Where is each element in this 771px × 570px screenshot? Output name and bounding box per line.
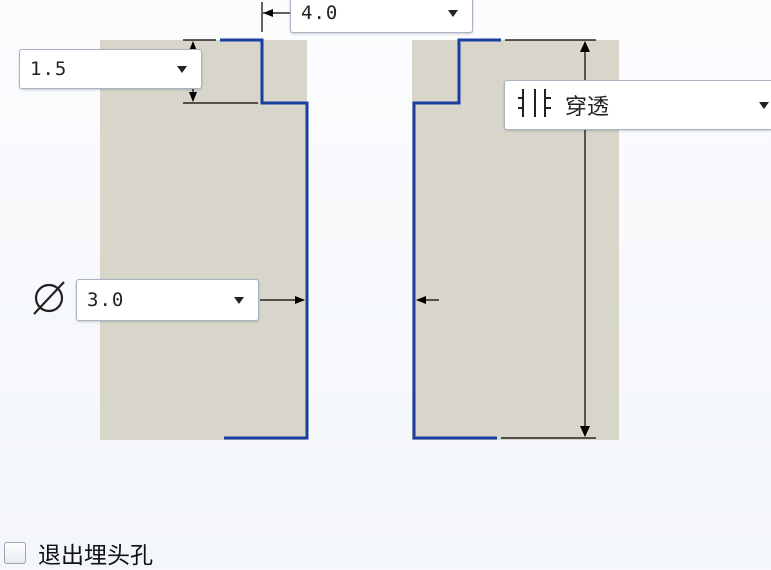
diameter-symbol-icon (31, 280, 67, 316)
exit-counterbore-label: 退出埋头孔 (38, 543, 153, 569)
hole-diameter-value: 3.0 (87, 289, 125, 311)
chevron-down-icon[interactable] (759, 101, 769, 109)
hole-depth-arrow-bottom (580, 426, 590, 437)
counterbore-diameter-value: 4.0 (301, 2, 339, 24)
counterbore-depth-arrow-bottom (189, 92, 197, 102)
chevron-down-icon[interactable] (177, 65, 187, 73)
chevron-down-icon[interactable] (448, 9, 458, 17)
depth-option-dropdown[interactable]: 穿透 (504, 80, 771, 130)
counterbore-depth-arrow-top (189, 41, 197, 51)
through-all-icon (517, 85, 557, 125)
right-hole-profile[interactable] (412, 38, 501, 440)
hole-diameter-arrow-left (295, 296, 305, 304)
depth-option-value: 穿透 (565, 95, 610, 120)
left-section-fill (100, 40, 307, 440)
counterbore-diameter-arrow (263, 9, 273, 17)
hole-diameter-dropdown[interactable]: 3.0 (76, 279, 259, 321)
chevron-down-icon[interactable] (234, 296, 244, 304)
counterbore-depth-dropdown[interactable]: 1.5 (19, 49, 202, 89)
counterbore-depth-value: 1.5 (30, 58, 68, 80)
counterbore-diameter-dropdown[interactable]: 4.0 (290, 0, 473, 33)
exit-counterbore-option[interactable]: 退出埋头孔 (4, 536, 153, 570)
hole-diameter-arrow-right (416, 296, 426, 304)
hole-depth-arrow-top (580, 41, 590, 52)
exit-counterbore-checkbox[interactable] (4, 542, 26, 564)
left-hole-profile[interactable] (220, 38, 309, 440)
